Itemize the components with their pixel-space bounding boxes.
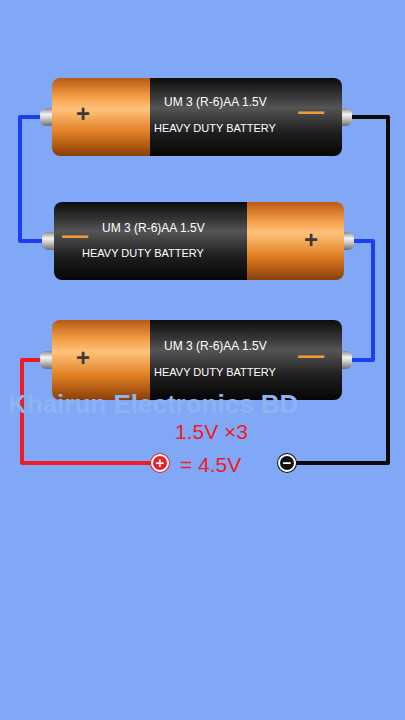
result-text: = 4.5V [180, 453, 241, 476]
battery-wrap [247, 202, 344, 280]
wire [296, 117, 388, 463]
wire [20, 117, 42, 241]
battery-text: — [62, 222, 88, 248]
output-terminal: + [151, 454, 169, 472]
output-terminal: − [278, 454, 296, 472]
battery-text: UM 3 (R-6)AA 1.5V [164, 340, 267, 352]
battery-text: HEAVY DUTY BATTERY [82, 248, 204, 259]
polarity-sign: + [156, 455, 165, 470]
polarity-sign: − [283, 455, 292, 470]
battery-wrap [52, 78, 150, 156]
battery-text: HEAVY DUTY BATTERY [154, 367, 276, 378]
battery-text: — [298, 342, 324, 368]
battery-text: + [76, 346, 90, 370]
battery-text: — [298, 98, 324, 124]
wire [352, 241, 373, 360]
aa-battery: + UM 3 (R-6)AA 1.5V HEAVY DUTY BATTERY — [40, 78, 352, 156]
battery-wrap [52, 320, 150, 400]
aa-battery: + UM 3 (R-6)AA 1.5V HEAVY DUTY BATTERY — [40, 320, 352, 400]
battery-text: UM 3 (R-6)AA 1.5V [102, 222, 205, 234]
formula-text: 1.5V ×3 [175, 420, 248, 443]
battery-text: + [304, 228, 318, 252]
battery-text: UM 3 (R-6)AA 1.5V [164, 96, 267, 108]
battery-body [54, 202, 344, 280]
aa-battery: — UM 3 (R-6)AA 1.5V HEAVY DUTY BATTERY + [42, 202, 354, 280]
battery-text: + [76, 102, 90, 126]
battery-text: HEAVY DUTY BATTERY [154, 123, 276, 134]
watermark: Khairun Electronics BD [8, 390, 298, 419]
